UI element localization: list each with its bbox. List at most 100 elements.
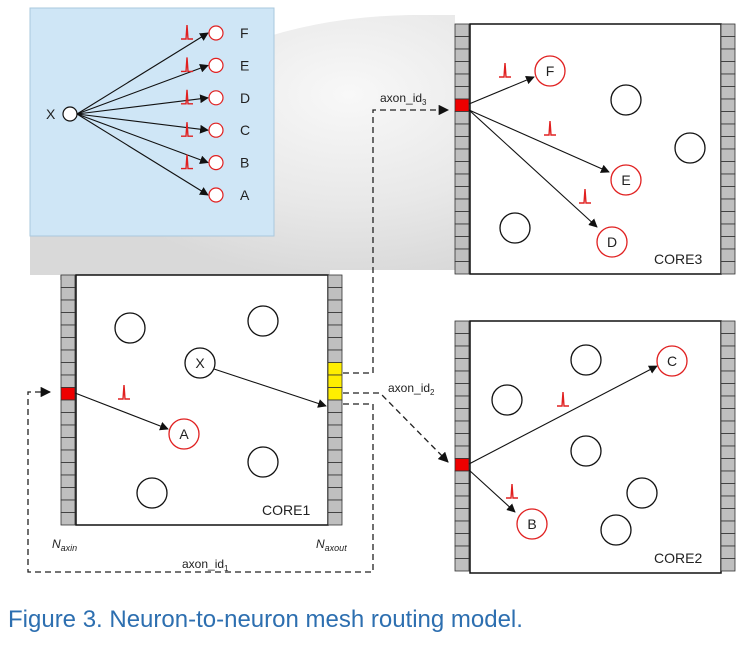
core1-input-port-slot: [60, 499, 76, 513]
core2-input-port-slot: [454, 520, 470, 534]
core2-output-port-slot: [720, 458, 736, 472]
inset-neuron-x: [62, 106, 78, 122]
core1-neuron-x: [184, 347, 216, 379]
core3-output-port-slot: [720, 23, 736, 37]
inset-target-label-c: C: [240, 122, 250, 138]
inset-connection-a: [76, 113, 209, 196]
core3-label: CORE3: [654, 251, 702, 267]
core2-spike-b: [506, 483, 518, 499]
core1-input-port-slot: [60, 374, 76, 388]
inset-neuron-b: [208, 155, 224, 171]
core3-input-port-slot: [454, 236, 470, 250]
core2-input-port-slot: [454, 545, 470, 559]
core1-right-port-stack: [327, 274, 343, 526]
core1-input-port-slot: [60, 337, 76, 351]
core3-output-port-slot: [720, 161, 736, 175]
core3-output-port-slot: [720, 186, 736, 200]
axon-routes: [27, 104, 450, 573]
core1-spike-a: [118, 384, 130, 400]
core1-input-port-slot: [60, 424, 76, 438]
core2-input-port-slot: [454, 558, 470, 572]
core3-output-port-slot: [720, 36, 736, 50]
core3-input-port-slot: [454, 48, 470, 62]
core3-spike-d: [579, 188, 591, 204]
core3-left-port-stack: [454, 23, 470, 275]
core1-input-port-slot: [60, 274, 76, 288]
core3-output-port-slot: [720, 136, 736, 150]
synapse-connections: [74, 75, 658, 513]
core1-input-port-slot: [60, 437, 76, 451]
core1-output-port-slot: [327, 399, 343, 413]
core3-output-port-slot: [720, 211, 736, 225]
core2-input-port-slot: [454, 508, 470, 522]
core2-input-port-slot: [454, 533, 470, 547]
core3-spike-e: [544, 120, 556, 136]
core2-neuron-idle: [600, 514, 632, 546]
core2-output-port-slot: [720, 433, 736, 447]
core1-output-port-slot: [327, 412, 343, 426]
core2-neuron-b-label: B: [527, 516, 536, 532]
core2-output-port-slot: [720, 533, 736, 547]
axon3-label: axon_id3: [380, 91, 427, 107]
core3-neuron-f: [534, 55, 566, 87]
inset-background: [29, 7, 275, 237]
inset-connection-b: [76, 113, 209, 164]
core3-output-port-slot: [720, 98, 736, 112]
core3-input-port-slot: [454, 148, 470, 162]
inset-neuron-d: [208, 90, 224, 106]
core2-input-port-slot: [454, 458, 470, 472]
core1-output-port-slot: [327, 337, 343, 351]
core1-output-port-slot: [327, 424, 343, 438]
core2-neuron-c: [656, 345, 688, 377]
core2-output-port-slot: [720, 558, 736, 572]
core3-output-port-slot: [720, 236, 736, 250]
core1-output-port-slot: [327, 512, 343, 526]
core3-output-port-slot: [720, 248, 736, 262]
core3-spike-f: [499, 62, 511, 78]
core3-input-port-slot: [454, 36, 470, 50]
core3-right-port-stack: [720, 23, 736, 275]
inset-spike-d: [181, 89, 193, 105]
core3-input-port-slot: [454, 211, 470, 225]
core1-label: CORE1: [262, 502, 310, 518]
core2-output-port-slot: [720, 508, 736, 522]
core1-neuron-a-label: A: [179, 426, 189, 442]
core2-input-port-slot: [454, 333, 470, 347]
core3-connection-d: [468, 109, 598, 228]
core1-input-port-slot: [60, 512, 76, 526]
core1-connection-output: [213, 368, 327, 408]
core2-output-port-slot: [720, 545, 736, 559]
core2-output-port-slot: [720, 320, 736, 334]
core3-connection-e: [468, 109, 610, 173]
core2-label: CORE2: [654, 550, 702, 566]
inset-connection-e: [76, 64, 209, 115]
inset-spike-e: [181, 57, 193, 73]
core2-input-port-slot: [454, 470, 470, 484]
core1-output-port-slot: [327, 299, 343, 313]
core1-box: [75, 274, 329, 526]
core1-output-port-slot: [327, 274, 343, 288]
core2-output-port-slot: [720, 383, 736, 397]
core3-input-port-slot: [454, 248, 470, 262]
core1-neuron-idle: [114, 312, 146, 344]
core3-input-port-slot: [454, 136, 470, 150]
core2-connection-c: [468, 365, 658, 465]
core2-input-port-slot: [454, 445, 470, 459]
core3-input-port-slot: [454, 73, 470, 87]
inset-connection-f: [76, 32, 209, 115]
core3-neuron-idle: [499, 212, 531, 244]
naxout-label: Naxout: [316, 537, 347, 553]
core3-input-port-slot: [454, 123, 470, 137]
core2-output-port-slot: [720, 483, 736, 497]
core2-connection-b: [468, 469, 516, 513]
core3-input-port-slot: [454, 261, 470, 275]
core1-neuron-idle: [247, 446, 279, 478]
core2-output-port-slot: [720, 408, 736, 422]
core2-input-port-slot: [454, 395, 470, 409]
core2-output-port-slot: [720, 370, 736, 384]
core3-output-port-slot: [720, 148, 736, 162]
core2-neuron-c-label: C: [667, 353, 677, 369]
